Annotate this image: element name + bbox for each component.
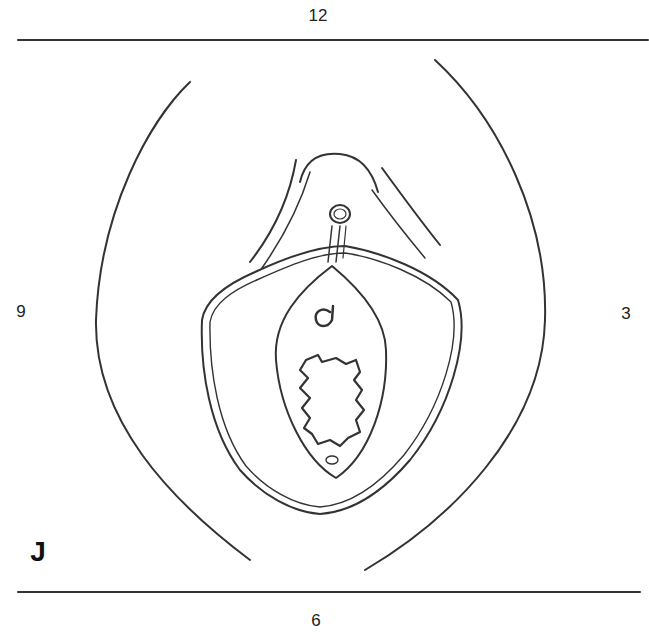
clitoris [330, 205, 350, 223]
figure-letter-box: J [30, 537, 46, 568]
clock-position-box: 3 [621, 305, 630, 324]
left-thigh-outline [96, 82, 250, 560]
clock-position: 9 [16, 302, 25, 321]
labia-minora-outline [202, 246, 462, 514]
clock-position: 6 [311, 611, 320, 630]
right-thigh-outline [365, 60, 545, 570]
clock-position-box: 9 [16, 303, 25, 322]
clock-position: 3 [621, 304, 630, 323]
top-rule [18, 39, 648, 41]
hood-line [250, 160, 296, 262]
frenulum-line [328, 226, 332, 262]
hood-line [382, 168, 440, 245]
labia-minora-outline [210, 253, 454, 507]
hood-line [372, 190, 425, 258]
frenulum-line [336, 226, 340, 262]
clitoral-hood [300, 154, 378, 192]
vestibule [276, 266, 386, 478]
fossa-mark [326, 456, 338, 464]
clock-position: 12 [309, 6, 328, 25]
clitoris [334, 209, 346, 219]
clock-position-box: 6 [311, 612, 320, 631]
vaginal-opening [300, 355, 364, 446]
bottom-rule [18, 591, 640, 593]
urethral-opening [316, 306, 333, 326]
figure-letter: J [30, 536, 46, 567]
clock-position-box: 12 [309, 7, 328, 26]
